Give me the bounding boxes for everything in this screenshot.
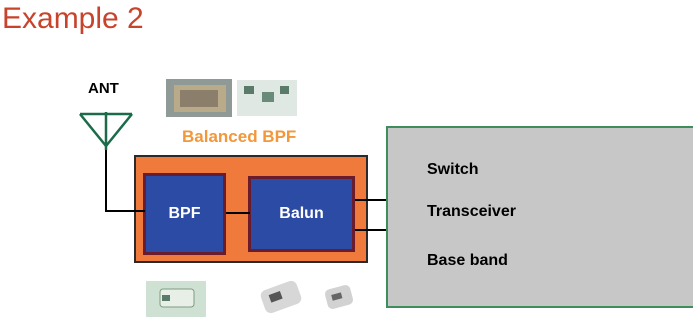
bpf-block: BPF (143, 173, 226, 255)
page-title: Example 2 (2, 2, 144, 35)
balun-label: Balun (279, 205, 324, 222)
antenna-icon (79, 112, 133, 150)
component-photo-1 (166, 79, 232, 117)
system-item-switch: Switch (427, 161, 479, 178)
component-photo-2 (237, 80, 297, 116)
bpf-label: BPF (168, 205, 201, 222)
component-photo-4 (260, 280, 354, 314)
balanced-bpf-label: Balanced BPF (182, 127, 297, 146)
antenna-label: ANT (88, 80, 119, 97)
system-item-transceiver: Transceiver (427, 203, 516, 220)
system-item-base-band: Base band (427, 252, 508, 269)
system-block (386, 126, 693, 308)
component-photo-3 (146, 281, 206, 317)
